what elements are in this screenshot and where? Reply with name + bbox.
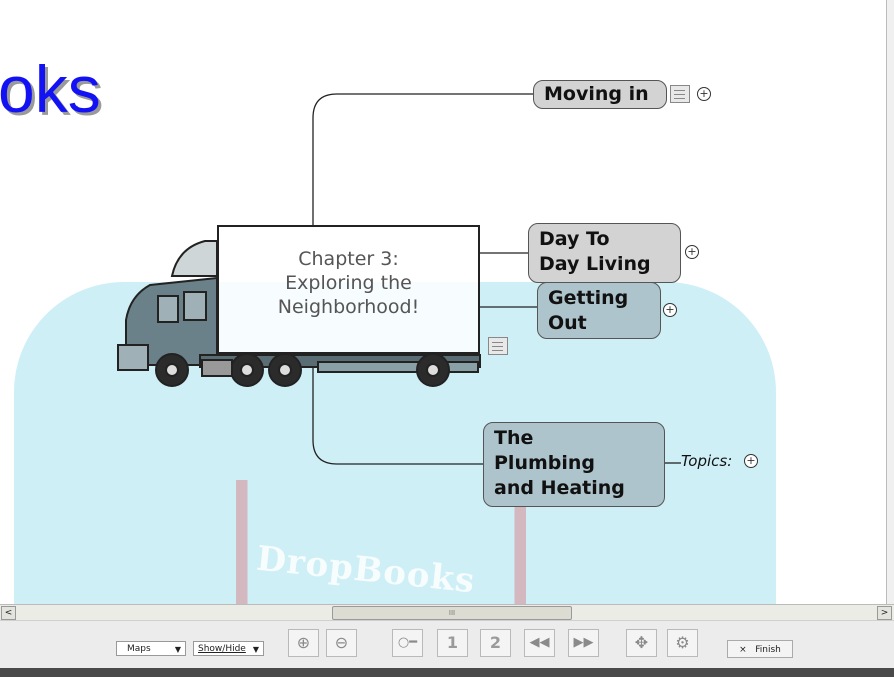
topic-label: The <box>494 426 654 451</box>
topic-label: Out <box>548 311 650 336</box>
zoom-in-button[interactable]: ⊕ <box>288 629 319 657</box>
window-bottom-edge <box>0 668 894 677</box>
topic-label: Plumbing <box>494 451 654 476</box>
finish-button[interactable]: × Finish <box>727 640 793 658</box>
zoom-in-icon: ⊕ <box>297 633 310 652</box>
vertical-scrollbar[interactable] <box>886 0 894 608</box>
page-2-button[interactable]: 2 <box>480 629 511 657</box>
topic-day-to-day-living[interactable]: Day To Day Living <box>528 223 681 283</box>
topic-label: Day Living <box>539 252 670 277</box>
central-topic-line: Exploring the <box>219 271 478 295</box>
showhide-label: Show/Hide <box>198 644 246 654</box>
topic-plumbing-and-heating[interactable]: The Plumbing and Heating <box>483 422 665 507</box>
rewind-icon: ◀◀ <box>530 635 550 650</box>
close-icon: × <box>739 645 747 655</box>
horizontal-scrollbar[interactable]: < III > <box>0 604 894 620</box>
topic-label: and Heating <box>494 476 654 501</box>
dropdown-arrow-icon: ▼ <box>175 642 181 657</box>
next-button[interactable]: ▶▶ <box>568 629 599 657</box>
topic-label: Getting <box>548 286 650 311</box>
central-topic-line: Neighborhood! <box>219 295 478 319</box>
central-topic[interactable]: Chapter 3: Exploring the Neighborhood! <box>217 225 480 354</box>
finish-label: Finish <box>755 645 781 655</box>
expand-icon[interactable]: + <box>744 454 758 468</box>
maps-label: Maps <box>127 644 151 654</box>
showhide-dropdown[interactable]: Show/Hide ▼ <box>193 641 264 656</box>
page-1-button[interactable]: 1 <box>437 629 468 657</box>
gear-icon: ⚙ <box>675 633 689 652</box>
zoom-out-icon: ⊖ <box>335 633 348 652</box>
bottom-toolbar: Maps ▼ Show/Hide ▼ ⊕ ⊖ ○━ 1 2 ◀◀ ▶▶ ✥ ⚙ <box>0 620 894 669</box>
fast-forward-icon: ▶▶ <box>574 635 594 650</box>
zoom-out-button[interactable]: ⊖ <box>326 629 357 657</box>
expand-icon[interactable]: + <box>685 245 699 259</box>
scroll-left-button[interactable]: < <box>1 606 16 620</box>
scroll-thumb[interactable]: III <box>332 606 572 620</box>
expand-icon[interactable]: + <box>663 303 677 317</box>
maps-dropdown[interactable]: Maps ▼ <box>116 641 186 656</box>
central-topic-line: Chapter 3: <box>219 247 478 271</box>
topic-moving-in[interactable]: Moving in <box>533 80 667 109</box>
navigate-button[interactable]: ✥ <box>626 629 657 657</box>
previous-button[interactable]: ◀◀ <box>524 629 555 657</box>
back-to-start-icon: ○━ <box>398 635 417 650</box>
topic-label: Day To <box>539 227 670 252</box>
topic-label: Moving in <box>544 83 649 105</box>
home-button[interactable]: ○━ <box>392 629 423 657</box>
scroll-right-button[interactable]: > <box>877 606 892 620</box>
topics-label: Topics: <box>681 452 732 470</box>
topic-getting-out[interactable]: Getting Out <box>537 282 661 339</box>
note-icon[interactable] <box>488 337 508 355</box>
expand-icon[interactable]: + <box>697 87 711 101</box>
move-arrows-icon: ✥ <box>635 633 648 652</box>
dropdown-arrow-icon: ▼ <box>253 642 259 657</box>
settings-button[interactable]: ⚙ <box>667 629 698 657</box>
note-icon[interactable] <box>670 85 690 103</box>
